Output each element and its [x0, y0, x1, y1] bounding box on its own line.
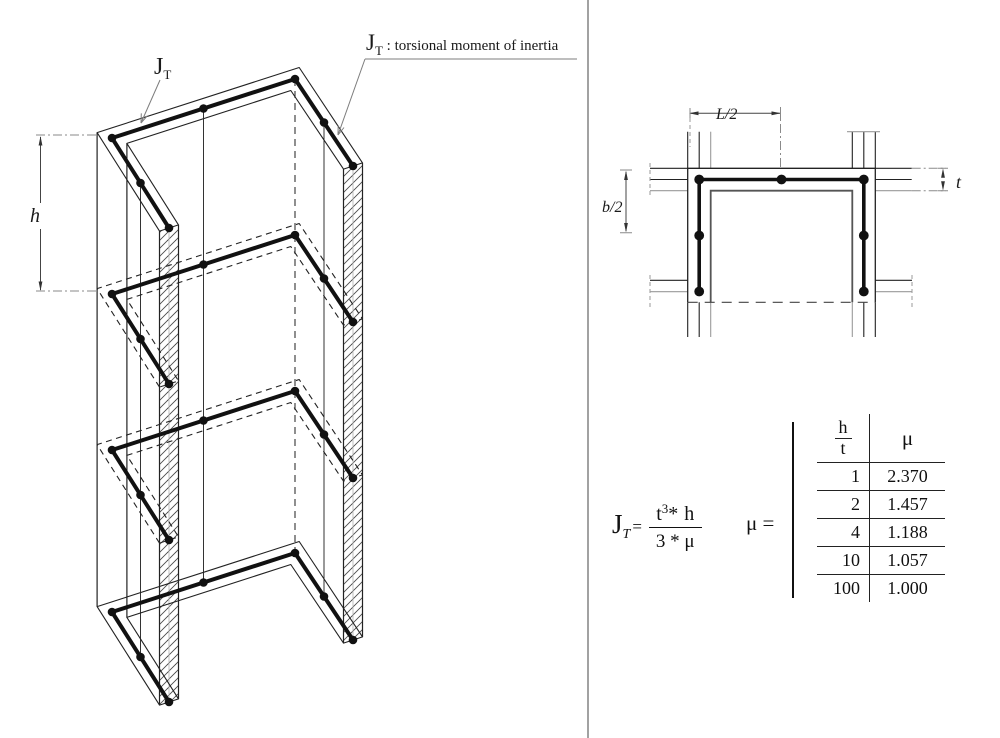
- jt-leader-left: [140, 79, 161, 124]
- cross-section-view: [620, 107, 948, 337]
- floor3-outline: [96, 378, 364, 544]
- table-left-bar: [792, 422, 794, 598]
- formula-equals: =: [632, 517, 642, 536]
- adjacent-wall-lines: [650, 131, 912, 337]
- t-dim-label: t: [956, 172, 962, 192]
- iso-core-view: h: [30, 58, 577, 707]
- jt-label: JT: [154, 54, 171, 82]
- mu-table-row: 100 1.000: [817, 574, 945, 602]
- section-nodes: [694, 174, 869, 297]
- mu-table-row: 10 1.057: [817, 546, 945, 574]
- torsion-formula: JT = t3*h 3 * μ: [612, 502, 702, 551]
- mu-table-row: 4 1.188: [817, 518, 945, 546]
- node-column-lines: [140, 108, 325, 657]
- break-lines: [649, 163, 913, 307]
- jt-callout-label: JT : torsional moment of inertia: [366, 30, 559, 58]
- midline-frames: [110, 77, 355, 704]
- mu-equals: μ =: [746, 511, 775, 535]
- mu-table-header: h t μ: [817, 414, 945, 462]
- mu-table: h t μ 1 2.370 2 1.457 4 1.188 10 1.057 1…: [817, 414, 945, 602]
- b2-dimension: [620, 169, 632, 234]
- b2-dim-label: b/2: [602, 199, 622, 216]
- wall-vertical-edges: [96, 132, 364, 706]
- t-dimension: [911, 167, 948, 192]
- mu-header-cell: μ: [901, 425, 914, 450]
- h-dim-label: h: [30, 205, 40, 227]
- frame-nodes: [107, 74, 358, 707]
- formula-denominator: 3 * μ: [648, 527, 702, 551]
- bottom-cut-outline: [96, 540, 364, 706]
- dim-arrow-up: [38, 136, 43, 146]
- mu-table-row: 1 2.370: [817, 462, 945, 490]
- jt-leader-right: [337, 58, 577, 136]
- h-dimension: [36, 134, 96, 292]
- inner-outline: [709, 189, 854, 303]
- outer-outline: [687, 167, 876, 303]
- dim-arrow-down: [38, 281, 43, 291]
- formula-fraction: t3*h 3 * μ: [648, 501, 702, 551]
- h-over-t: h t: [834, 417, 852, 458]
- wall-outlines: [96, 66, 364, 706]
- formula-numerator: t3*h: [656, 501, 695, 525]
- l2-dimension: [689, 107, 781, 168]
- top-cut-outline: [96, 66, 364, 232]
- section-midline: [697, 177, 866, 294]
- mu-table-row: 2 1.457: [817, 490, 945, 518]
- adjacent-wall-lines-inner: [650, 131, 912, 337]
- floor2-outline: [96, 222, 364, 388]
- ht-header-cell: h t: [817, 414, 870, 462]
- formula-jt: JT: [612, 509, 631, 542]
- l2-dim-label: L/2: [715, 106, 737, 123]
